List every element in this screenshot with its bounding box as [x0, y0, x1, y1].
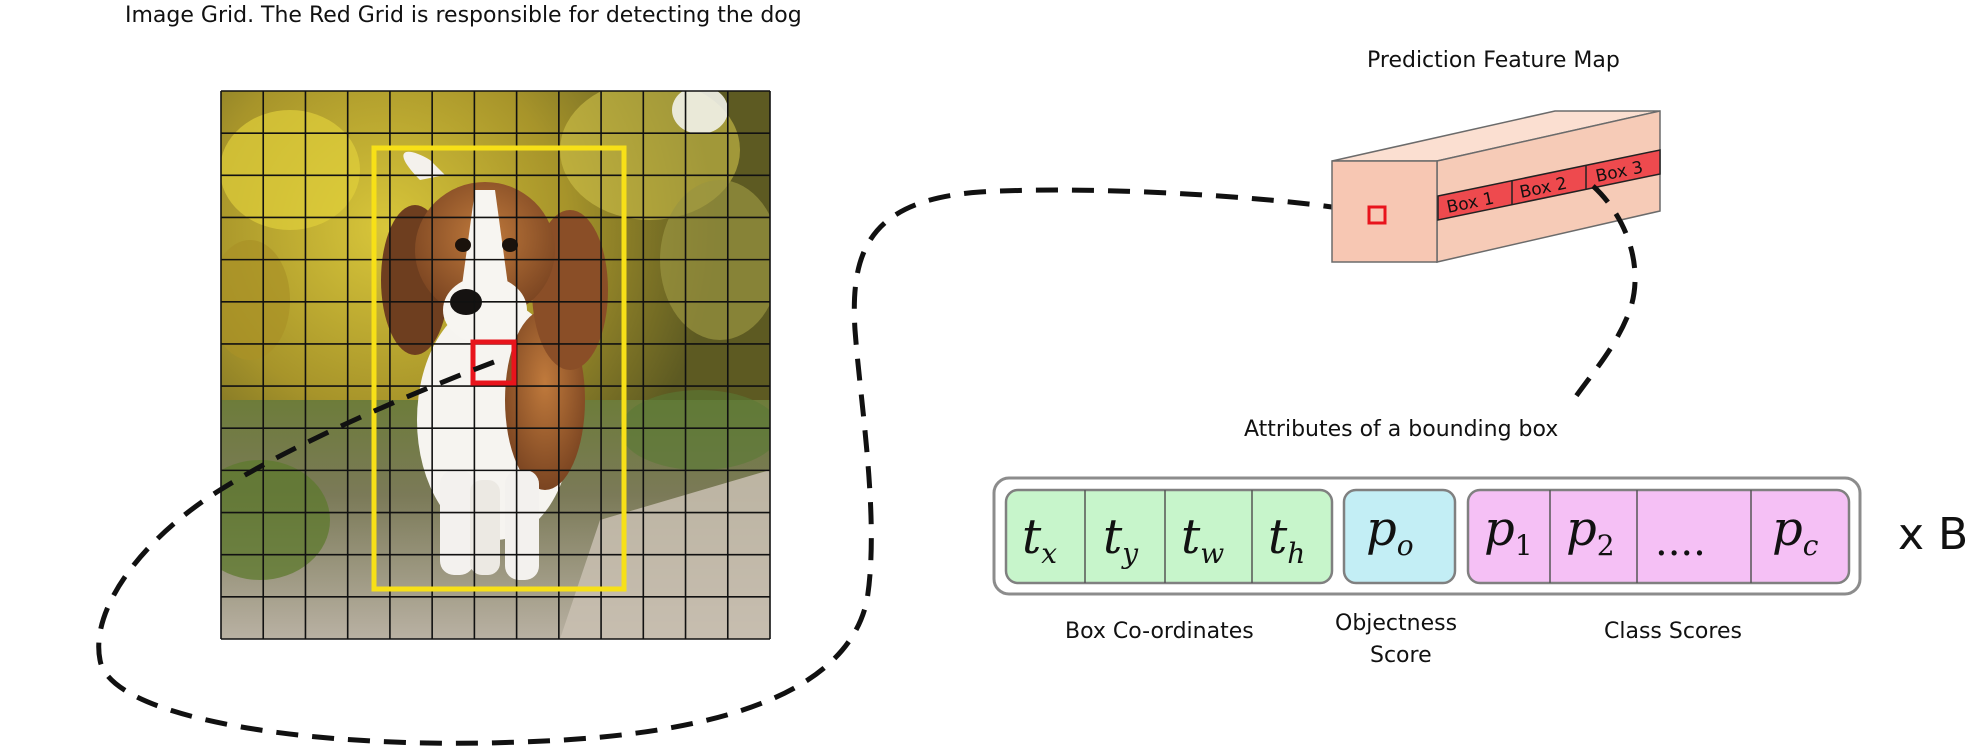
feature-map-cell	[1367, 205, 1387, 225]
coord-cell-tw: tw	[1181, 509, 1224, 570]
image-grid	[220, 90, 771, 640]
coord-cell-ty: ty	[1103, 509, 1139, 570]
dog-bounding-box	[371, 145, 627, 592]
dashed-connector-loop	[96, 187, 1374, 746]
class-cell-p1: p1	[1484, 501, 1533, 562]
anchor-box-strip: Box 1 Box 2 Box 3	[1437, 149, 1661, 221]
multiplier-label: x B	[1898, 509, 1968, 560]
grid-caption: Image Grid. The Red Grid is responsible …	[125, 3, 802, 28]
objectness-group	[1342, 488, 1457, 585]
class-cell-ellipsis: ....	[1655, 519, 1706, 565]
class-scores-group	[1466, 488, 1851, 585]
objectness-label-line2: Score	[1370, 643, 1432, 668]
coord-cell-th: th	[1268, 509, 1305, 570]
objectness-label-line1: Objectness	[1335, 611, 1457, 636]
dashed-connector-box2	[1567, 184, 1638, 407]
box-coordinates-label: Box Co-ordinates	[1065, 619, 1254, 644]
responsible-cell	[470, 339, 517, 386]
dog-image	[221, 91, 770, 639]
attribute-vector	[992, 476, 1862, 596]
feature-map-title: Prediction Feature Map	[1367, 48, 1620, 73]
objectness-cell-po: po	[1366, 501, 1414, 562]
attributes-title: Attributes of a bounding box	[1244, 417, 1558, 442]
box-coordinates-group	[1004, 488, 1334, 585]
class-scores-label: Class Scores	[1604, 619, 1742, 644]
coord-cell-tx: tx	[1022, 509, 1057, 570]
class-cell-p2: p2	[1566, 501, 1615, 562]
class-cell-pc: pc	[1772, 501, 1819, 562]
